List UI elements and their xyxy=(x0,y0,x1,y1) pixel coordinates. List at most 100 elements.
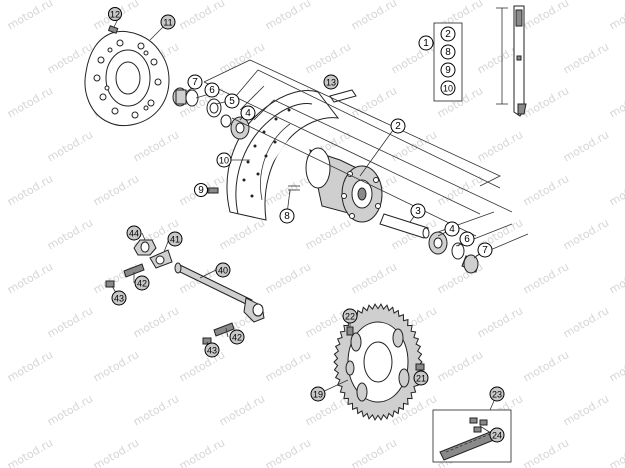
watermark-text: motod.ru xyxy=(45,304,95,340)
callout-circle xyxy=(323,74,339,90)
adjuster-nut-lower xyxy=(202,337,212,345)
callout-number: 4 xyxy=(245,108,251,119)
watermark-text: motod.ru xyxy=(349,436,399,468)
callout-12: 12 xyxy=(108,7,122,21)
watermark-text: motod.ru xyxy=(45,216,95,252)
callout-number: 12 xyxy=(110,10,120,20)
callout-42: 42 xyxy=(229,329,245,345)
callout-circle xyxy=(413,370,429,386)
callout-number: 2 xyxy=(445,29,451,40)
callout-number: 7 xyxy=(482,245,488,256)
watermark-text: motod.ru xyxy=(131,392,181,428)
watermark-text: motod.ru xyxy=(5,348,55,384)
watermark-text: motod.ru xyxy=(91,172,141,208)
callout-circle xyxy=(216,152,232,168)
callout-circle xyxy=(440,62,456,78)
chain-adjuster-left xyxy=(149,249,173,269)
callout-circle xyxy=(126,225,142,241)
watermark-text: motod.ru xyxy=(5,260,55,296)
callout-number: 6 xyxy=(464,234,470,245)
watermark-text: motod.ru xyxy=(561,216,611,252)
callout-circle xyxy=(279,208,295,224)
callout-6: 6 xyxy=(459,231,475,247)
callout-24: 24 xyxy=(489,427,505,443)
callout-circle xyxy=(240,105,256,121)
watermark-text: motod.ru xyxy=(607,84,625,120)
watermark-text: motod.ru xyxy=(521,0,571,33)
watermark-text: motod.ru xyxy=(607,0,625,33)
callout-circle xyxy=(204,82,220,98)
watermark-text: motod.ru xyxy=(303,40,353,76)
callout-7: 7 xyxy=(187,74,203,90)
watermark-text: motod.ru xyxy=(131,304,181,340)
callout-number: 43 xyxy=(207,346,217,356)
callout-4: 4 xyxy=(444,221,460,237)
callout-circle xyxy=(418,35,434,51)
watermark-text: motod.ru xyxy=(5,0,55,33)
wheel-rim xyxy=(226,90,340,221)
watermark-text: motod.ru xyxy=(177,348,227,384)
callout-circle xyxy=(410,203,426,219)
kit-item-2: 2 xyxy=(440,26,456,42)
watermark-text: motod.ru xyxy=(45,128,95,164)
callout-circle xyxy=(160,14,176,30)
reference-bracket xyxy=(496,5,527,117)
callout-circle xyxy=(440,44,456,60)
watermark-text: motod.ru xyxy=(45,392,95,428)
callout-4: 4 xyxy=(240,105,256,121)
callout-42: 42 xyxy=(134,275,150,291)
callout-3: 3 xyxy=(410,203,426,219)
watermark-text: motod.ru xyxy=(521,260,571,296)
callout-number: 13 xyxy=(326,78,336,88)
callout-number: 10 xyxy=(443,84,453,94)
callout-circle xyxy=(229,329,245,345)
watermark-text: motod.ru xyxy=(475,304,525,340)
callout-number: 9 xyxy=(198,185,204,196)
callout-circle xyxy=(215,262,231,278)
watermark-text: motod.ru xyxy=(521,172,571,208)
callout-circle xyxy=(342,308,358,324)
callout-circle xyxy=(444,221,460,237)
callout-5: 5 xyxy=(224,93,240,109)
callout-43: 43 xyxy=(204,342,220,358)
callout-number: 42 xyxy=(232,333,242,343)
watermark-text: motod.ru xyxy=(349,260,399,296)
callout-number: 22 xyxy=(345,312,355,322)
callout-40: 40 xyxy=(215,262,231,278)
callout-number: 10 xyxy=(219,156,229,166)
callout-11: 11 xyxy=(160,14,176,30)
callout-10: 10 xyxy=(216,152,232,168)
spacer-sleeve xyxy=(329,89,357,103)
callout-circle xyxy=(477,242,493,258)
callout-number: 4 xyxy=(449,224,455,235)
watermark-text: motod.ru xyxy=(349,0,399,33)
watermark-text: motod.ru xyxy=(177,0,227,33)
watermark-text: motod.ru xyxy=(131,128,181,164)
kit-item-9: 9 xyxy=(440,62,456,78)
callout-number: 42 xyxy=(137,279,147,289)
callout-circle xyxy=(440,80,456,96)
disc-screw xyxy=(107,25,119,34)
rear-axle xyxy=(174,262,265,323)
callout-8: 8 xyxy=(279,208,295,224)
axle-nut xyxy=(133,239,157,256)
callout-number: 23 xyxy=(492,390,502,400)
watermark-text: motod.ru xyxy=(607,172,625,208)
watermark-text: motod.ru xyxy=(561,304,611,340)
watermark-text: motod.ru xyxy=(263,260,313,296)
callout-circle xyxy=(194,183,208,197)
callout-circle xyxy=(489,386,505,402)
callout-19: 19 xyxy=(310,386,326,402)
sprocket-screw xyxy=(346,326,354,336)
wheel-hub xyxy=(305,147,383,223)
callout-23: 23 xyxy=(489,386,505,402)
adjuster-nut-upper xyxy=(105,280,115,288)
callout-13: 13 xyxy=(323,74,339,90)
watermark-text: motod.ru xyxy=(177,436,227,468)
callout-circle xyxy=(108,7,122,21)
callout-number: 3 xyxy=(415,206,421,217)
watermark-text: motod.ru xyxy=(263,436,313,468)
